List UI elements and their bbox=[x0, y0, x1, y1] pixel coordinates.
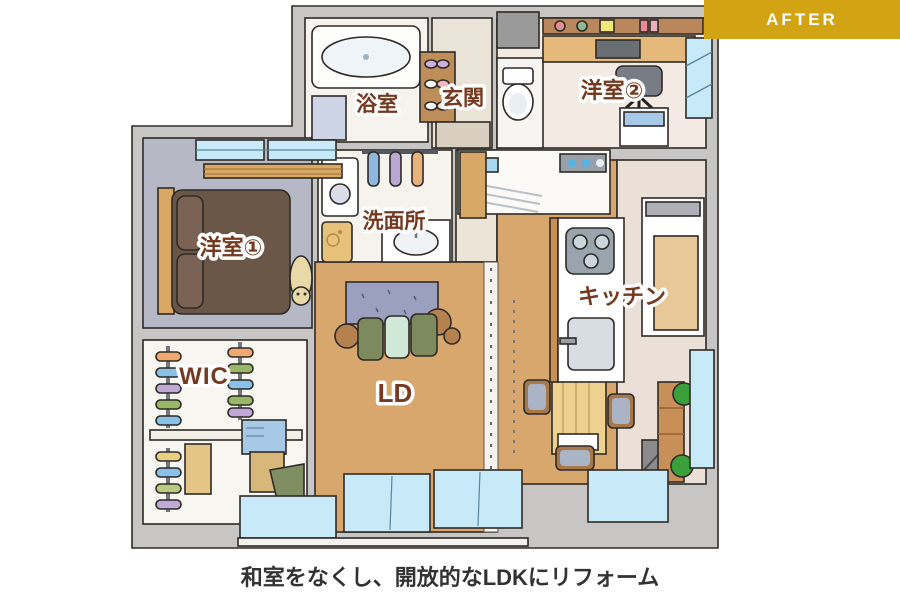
balcony-windows bbox=[237, 349, 715, 547]
bedroom1-window bbox=[195, 139, 337, 161]
shoe-rack bbox=[419, 51, 456, 123]
laundry-basket bbox=[321, 221, 353, 263]
wic-boxes bbox=[241, 419, 305, 505]
bedroom2-label: 洋室② bbox=[581, 78, 644, 103]
bedroom2-window bbox=[685, 37, 713, 119]
bedroom2-bed bbox=[619, 107, 669, 147]
entrance-locker bbox=[496, 11, 540, 49]
wic-rack-lower bbox=[155, 443, 212, 512]
kitchen-island bbox=[549, 217, 625, 383]
dog bbox=[289, 255, 313, 306]
toilet bbox=[502, 67, 534, 121]
removed-wall-marker bbox=[483, 261, 515, 533]
wic-rack-right bbox=[227, 342, 254, 420]
bedroom1-label: 洋室① bbox=[200, 235, 263, 260]
washroom-label: 洗面所 bbox=[363, 210, 426, 233]
refrigerator bbox=[641, 197, 705, 337]
hallway-door bbox=[459, 151, 487, 219]
wic-label: WIC bbox=[179, 363, 229, 390]
ld-label: LD bbox=[378, 378, 413, 408]
kitchen-label: キッチン bbox=[578, 284, 666, 309]
sofa bbox=[334, 308, 461, 361]
genkan-step bbox=[435, 121, 491, 149]
towel-rail bbox=[362, 150, 438, 187]
after-badge: AFTER bbox=[704, 0, 900, 39]
vanity-sink bbox=[381, 219, 451, 263]
dining-chairs bbox=[523, 379, 635, 471]
caption-text: 和室をなくし、開放的なLDKにリフォーム bbox=[240, 565, 660, 590]
bamboo-blind bbox=[203, 163, 343, 179]
bath-label: 浴室 bbox=[356, 92, 398, 116]
bedroom1-bed bbox=[157, 187, 291, 315]
bedroom2-desk bbox=[542, 17, 704, 63]
wic-rack-left bbox=[155, 346, 182, 428]
bathtub bbox=[311, 25, 421, 141]
entrance-label: 玄関 bbox=[442, 86, 484, 110]
wic-shelf bbox=[149, 429, 303, 441]
